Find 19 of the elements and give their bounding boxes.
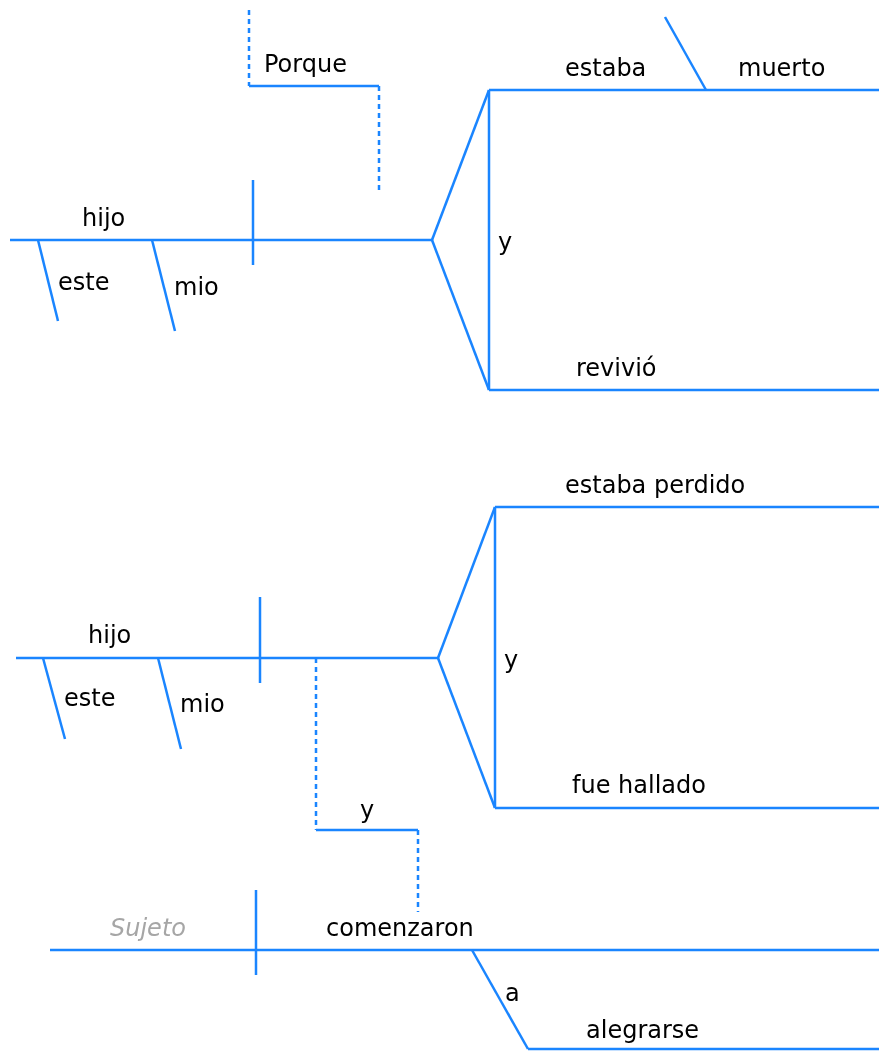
word-label: muerto <box>738 53 826 83</box>
word-label: mio <box>174 272 219 302</box>
word-label: fue hallado <box>572 770 706 800</box>
word-label: alegrarse <box>586 1015 700 1045</box>
word-label: hijo <box>82 203 126 233</box>
word-label: a <box>505 978 520 1008</box>
word-label: hijo <box>88 620 132 650</box>
word-label: estaba perdido <box>565 470 746 500</box>
word-label: y <box>498 227 513 257</box>
placeholder-word: Sujeto <box>110 913 186 943</box>
word-label: este <box>58 267 110 297</box>
word-label: Porque <box>264 49 347 79</box>
word-label: mio <box>180 689 225 719</box>
word-label: estaba <box>565 53 647 83</box>
word-label: y <box>504 645 519 675</box>
word-label: revivió <box>576 353 657 383</box>
word-label: este <box>64 683 116 713</box>
word-label: y <box>360 795 375 825</box>
word-label: comenzaron <box>326 913 474 943</box>
